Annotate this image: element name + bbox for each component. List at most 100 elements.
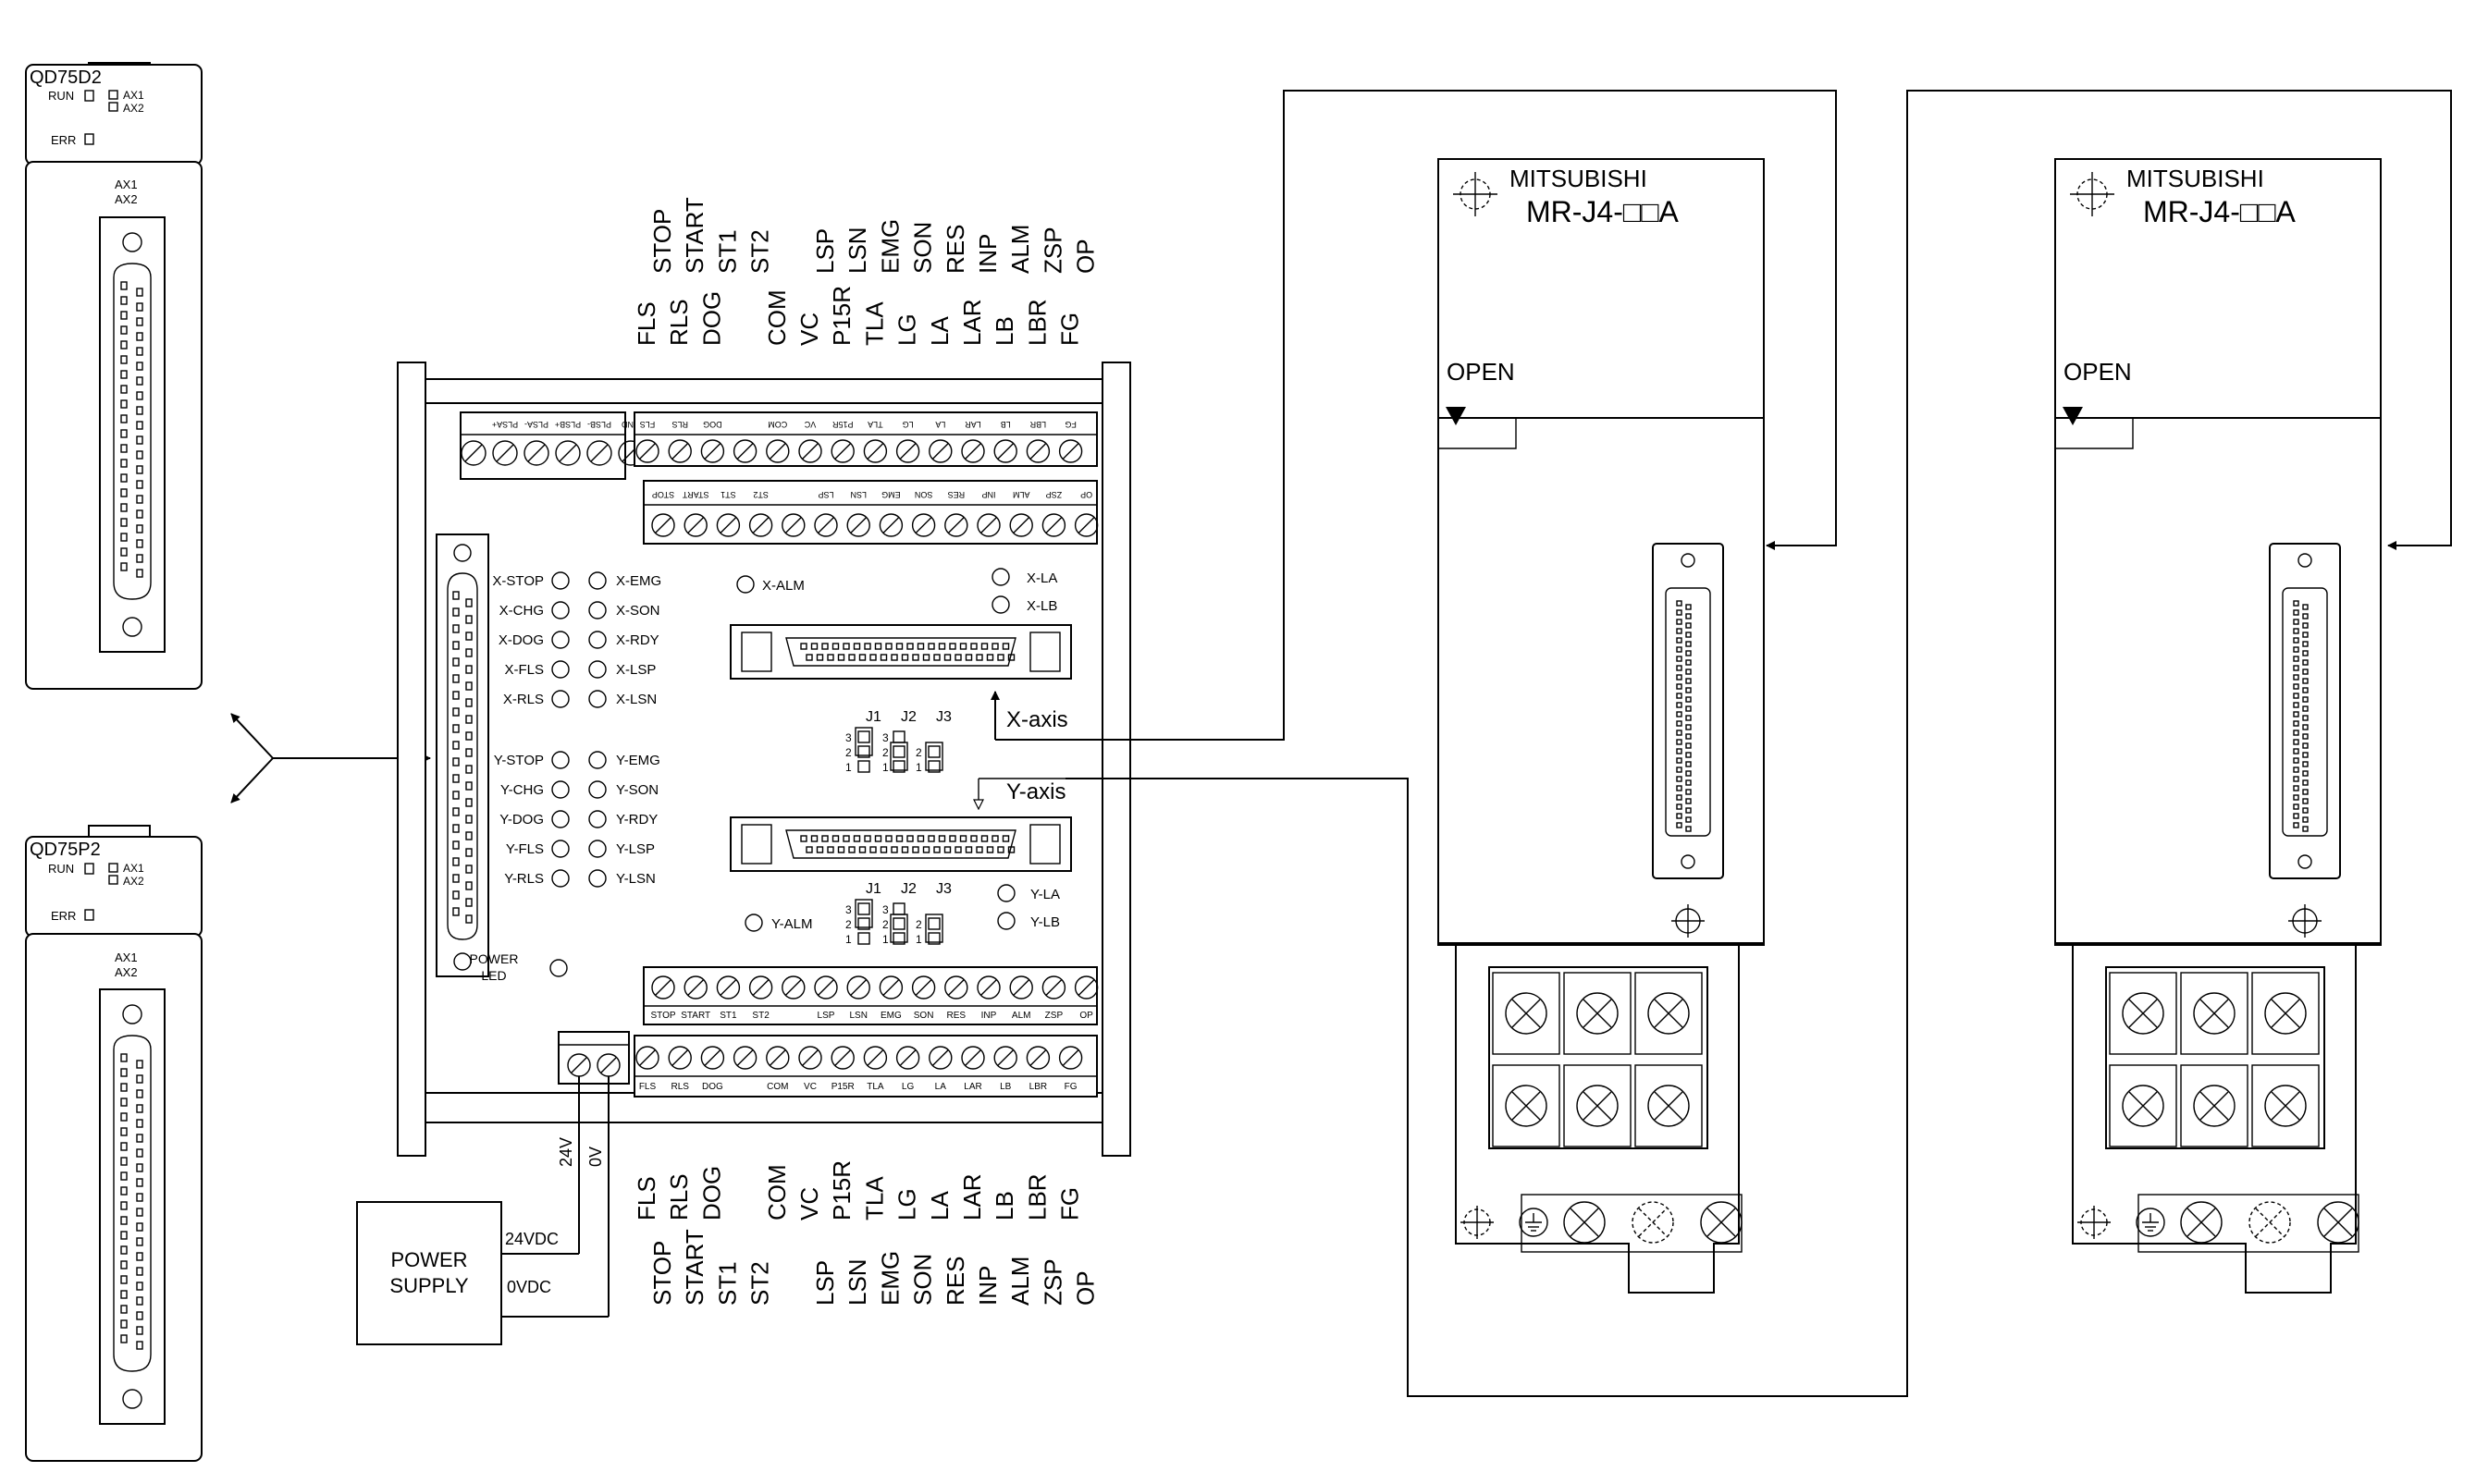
power-supply-label-1: POWER: [390, 1248, 467, 1271]
y-led-label: Y-EMG: [616, 753, 660, 768]
y-axis-label: Y-axis: [1006, 779, 1066, 804]
module-model-label: QD75D2: [30, 67, 102, 88]
pulse-terminal-label: PLSB-: [587, 420, 611, 429]
led-indicator: [588, 810, 607, 828]
signal-label-top-row2: STOP: [648, 209, 676, 274]
terminal-label: SON: [915, 490, 933, 499]
signal-label-top-row2: LSP: [811, 228, 839, 274]
terminal-label: OP: [1079, 1011, 1093, 1021]
jumper-label: J1: [866, 709, 881, 725]
signal-label-bottom-row2: ZSP: [1039, 1258, 1066, 1306]
led-indicator: [551, 751, 570, 769]
terminal-label: RLS: [671, 420, 688, 429]
power-supply: POWER SUPPLY 24VDC 0VDC 24V 0V: [356, 1076, 610, 1345]
y-la-led-label: Y-LA: [1030, 887, 1060, 902]
y-alm-led-label: Y-ALM: [771, 916, 812, 932]
terminal-label: START: [682, 490, 708, 499]
led-indicator: [551, 660, 570, 679]
board-input-connector: [436, 534, 489, 977]
signal-label-top-row2: OP: [1072, 239, 1100, 274]
terminal-label: FLS: [640, 420, 656, 429]
terminal-label: ST2: [753, 490, 769, 499]
signal-label-top-row1: FLS: [633, 301, 660, 346]
terminal-label: INP: [981, 1011, 997, 1021]
led-indicator: [736, 575, 755, 594]
signal-label-top-row2: RES: [942, 225, 969, 274]
led-indicator: [588, 780, 607, 799]
x-axis-label: X-axis: [1006, 707, 1068, 732]
jumper-pin-label: 1: [882, 933, 889, 946]
ax2-led-label: AX2: [123, 875, 144, 888]
power-led: [549, 959, 568, 977]
terminal-label: LSN: [849, 1011, 867, 1021]
ax2-led: [108, 102, 118, 112]
signal-label-bottom-row1: FLS: [633, 1176, 660, 1220]
terminal-label: FG: [1065, 1082, 1078, 1092]
signal-label-bottom-row1: DOG: [697, 1166, 725, 1220]
signal-label-bottom-row2: RES: [942, 1257, 969, 1306]
terminal-label: LSN: [850, 490, 867, 499]
terminal-label: ALM: [1012, 1011, 1031, 1021]
x-led-label: X-LSP: [616, 662, 656, 678]
jumper-pin-label: 2: [845, 746, 852, 759]
jumper-pin-label: 2: [882, 918, 889, 931]
jumper-pin-label: 2: [845, 918, 852, 931]
y-led-label: Y-LSN: [616, 871, 656, 887]
amp-model-label: MR-J4-□□A: [1526, 195, 1680, 228]
x-la-led-label: X-LA: [1027, 570, 1057, 586]
pulse-terminal-label: PLSB+: [555, 420, 581, 429]
terminal-label: EMG: [881, 490, 901, 499]
jumper-pin-label: 1: [916, 933, 922, 946]
terminal-label: LSP: [818, 1011, 835, 1021]
module-connector: [99, 988, 166, 1425]
signal-label-bottom-row2: OP: [1072, 1270, 1100, 1306]
signal-label-bottom-row2: LSP: [811, 1260, 839, 1306]
terminal-label: EMG: [881, 1011, 902, 1021]
jumper-label: J1: [866, 881, 881, 897]
connector-ax1-label: AX1: [115, 178, 138, 191]
y-led-label: Y-LSP: [616, 841, 655, 857]
x-lb-led-label: X-LB: [1027, 598, 1057, 614]
x-led-label: X-EMG: [616, 573, 661, 589]
signal-label-bottom-row1: VC: [795, 1187, 823, 1220]
terminal-label: RLS: [671, 1082, 689, 1092]
module-model-label: QD75P2: [30, 840, 101, 860]
terminal-label: RES: [947, 1011, 967, 1021]
terminal-label: LBR: [1029, 1082, 1047, 1092]
y-led-label: Y-SON: [616, 782, 659, 798]
signal-label-bottom-row2: START: [681, 1229, 708, 1306]
signal-label-top-row1: LG: [893, 313, 921, 346]
led-indicator: [551, 690, 570, 708]
amp-brand-label: MITSUBISHI: [2126, 165, 2264, 192]
signal-label-bottom-row2: ST2: [746, 1261, 774, 1306]
y-led-label: Y-DOG: [499, 812, 544, 828]
supply-24vdc-label: 24VDC: [505, 1230, 559, 1248]
y-led-label: Y-RLS: [504, 871, 544, 887]
jumper-pin-label: 1: [845, 933, 852, 946]
x-led-label: X-RDY: [616, 632, 659, 648]
signal-label-top-row1: COM: [763, 289, 791, 346]
signal-label-bottom-row1: RLS: [665, 1173, 693, 1220]
pulse-terminal-label: PLSA+: [492, 420, 518, 429]
x-alm-led-label: X-ALM: [762, 578, 805, 594]
terminal-label: TLA: [868, 420, 883, 429]
signal-label-top-row2: ZSP: [1039, 227, 1066, 274]
terminal-24v-label: 24V: [557, 1137, 575, 1167]
signal-label-top-row1: P15R: [828, 286, 856, 346]
led-indicator: [992, 595, 1010, 614]
signal-label-top-row2: START: [681, 197, 708, 274]
terminal-label: ALM: [1013, 490, 1030, 499]
terminal-label: LB: [1000, 1082, 1012, 1092]
signal-label-bottom-row1: TLA: [860, 1176, 888, 1220]
led-indicator: [588, 660, 607, 679]
terminal-0v-label: 0V: [586, 1147, 605, 1167]
terminal-label: VC: [804, 1082, 817, 1092]
signal-label-top-row1: LA: [926, 316, 954, 346]
ax1-led-label: AX1: [123, 862, 144, 875]
terminal-label: P15R: [831, 1082, 855, 1092]
terminal-label: LA: [935, 1082, 947, 1092]
